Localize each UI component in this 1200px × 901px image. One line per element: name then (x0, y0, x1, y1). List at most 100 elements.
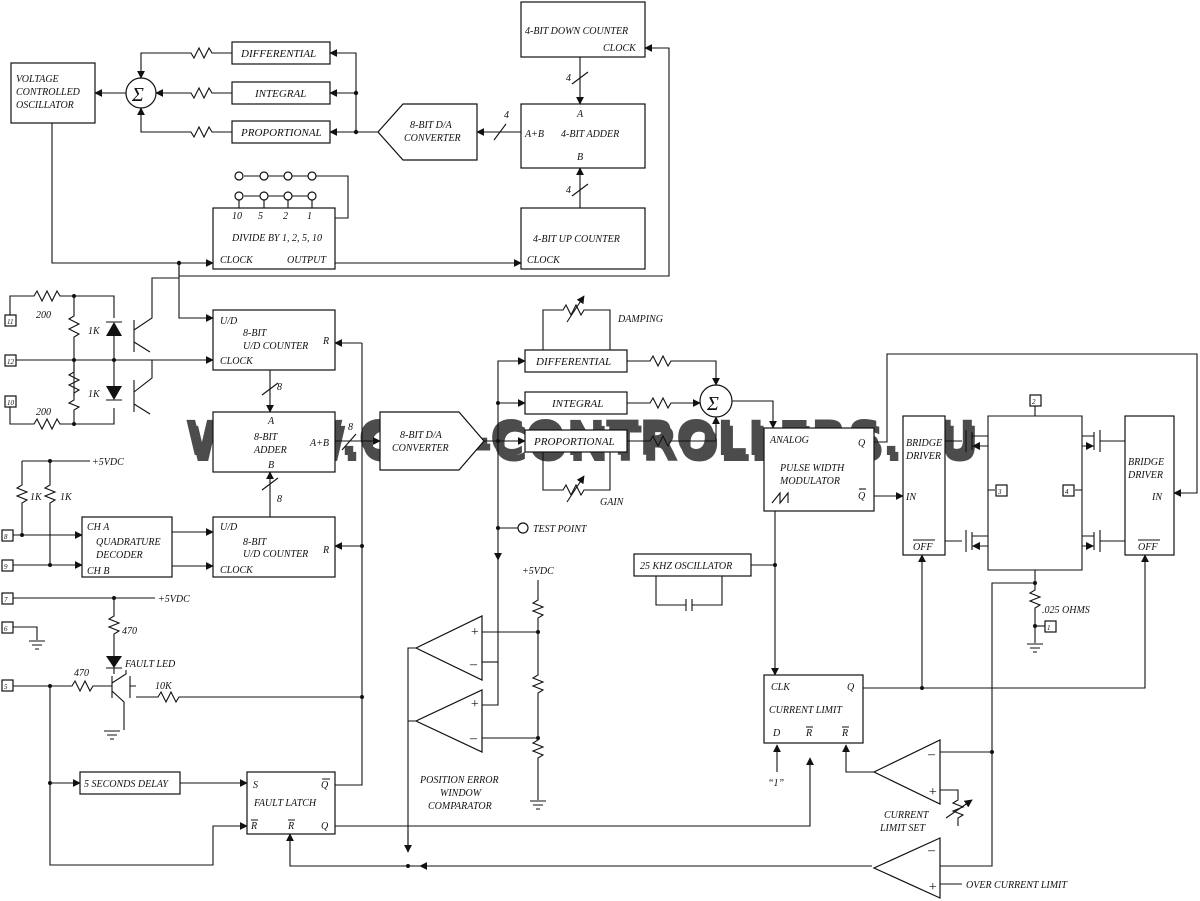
svg-text:OUTPUT: OUTPUT (287, 255, 327, 266)
summing-junction-mid: Σ (699, 384, 733, 418)
svg-text:8: 8 (277, 494, 282, 505)
svg-text:CONVERTER: CONVERTER (392, 443, 449, 454)
wire (874, 353, 1198, 497)
test-point-icon (517, 522, 529, 534)
current-limit-pot (940, 789, 965, 826)
svg-text:8: 8 (277, 382, 282, 393)
bus-slash (493, 123, 507, 141)
svg-text:–: – (469, 731, 478, 746)
quadrature-decoder-block: CH A QUADRATURE DECODER CH B (81, 516, 173, 578)
svg-text:25 KHZ OSCILLATOR: 25 KHZ OSCILLATOR (640, 561, 732, 572)
ud-counter-2-block: U/D 8-BIT U/D COUNTER R CLOCK (212, 516, 336, 578)
down-counter-block: 4-BIT DOWN COUNTER CLOCK (520, 1, 646, 58)
resistor-1k-a (15, 461, 29, 535)
ud-counter-1-block: U/D 8-BIT U/D COUNTER R CLOCK (212, 309, 336, 371)
terminal-7: 7 (1, 592, 14, 605)
svg-text:9: 9 (4, 563, 8, 571)
svg-text:6: 6 (4, 625, 8, 633)
svg-text:S: S (253, 780, 258, 791)
svg-text:ADDER: ADDER (253, 445, 287, 456)
svg-text:Q: Q (847, 682, 855, 693)
gain-pot (542, 452, 611, 497)
svg-text:PULSE WIDTH: PULSE WIDTH (779, 463, 845, 474)
svg-text:8: 8 (348, 422, 353, 433)
terminal-4: 4 (1062, 484, 1075, 497)
svg-text:R: R (322, 336, 329, 347)
integral-block-top: INTEGRAL (231, 81, 331, 105)
wire (49, 686, 248, 866)
transistor-icon (133, 360, 153, 415)
bus-slash (571, 183, 589, 197)
svg-text:4: 4 (566, 73, 571, 84)
svg-text:IN: IN (905, 492, 917, 503)
svg-text:FAULT LED: FAULT LED (124, 659, 176, 670)
resistor-wire (627, 354, 720, 386)
svg-text:1: 1 (1047, 624, 1051, 632)
svg-text:5: 5 (258, 211, 263, 222)
resistor-1k-b (43, 461, 57, 565)
svg-text:Σ: Σ (706, 393, 719, 415)
transistor-icon (133, 277, 179, 353)
svg-text:7: 7 (4, 596, 8, 604)
svg-text:POSITION ERROR: POSITION ERROR (419, 775, 499, 786)
svg-text:1K: 1K (60, 492, 73, 503)
svg-text:CONTROLLED: CONTROLLED (16, 87, 81, 98)
differential-block-top: DIFFERENTIAL (231, 41, 331, 65)
svg-text:PROPORTIONAL: PROPORTIONAL (533, 436, 615, 448)
svg-text:1K: 1K (88, 326, 101, 337)
svg-text:CURRENT: CURRENT (884, 810, 930, 821)
svg-text:R: R (250, 821, 257, 832)
svg-text:4: 4 (1065, 488, 1069, 496)
svg-text:8-BIT: 8-BIT (243, 537, 268, 548)
wire (407, 647, 416, 852)
vco-block: VOLTAGE CONTROLLED OSCILLATOR (10, 62, 96, 124)
svg-text:10: 10 (7, 399, 15, 407)
svg-text:A+B: A+B (524, 129, 544, 140)
summing-junction-top: Σ (125, 77, 157, 109)
svg-text:4-BIT ADDER: 4-BIT ADDER (561, 129, 619, 140)
comparator-current-limit: – + (872, 739, 941, 805)
resistor-1k-lower (67, 360, 81, 396)
fault-latch-block: S Q FAULT LATCH R R Q (246, 771, 336, 835)
svg-text:U/D: U/D (220, 316, 238, 327)
svg-text:11: 11 (7, 318, 13, 326)
svg-text:GAIN: GAIN (600, 497, 625, 508)
resistor-wire (155, 86, 232, 100)
wire (178, 263, 214, 322)
resistor-wire (137, 46, 232, 79)
terminal-12: 12 (4, 354, 17, 367)
h-bridge (945, 405, 1125, 571)
svg-text:QUADRATURE: QUADRATURE (96, 537, 161, 548)
wire (178, 44, 670, 277)
wire (940, 582, 1035, 867)
svg-text:A: A (267, 416, 275, 427)
svg-text:A: A (576, 109, 584, 120)
ground-icon (13, 626, 45, 650)
led-icon (106, 656, 122, 668)
terminal-9: 9 (1, 559, 14, 572)
svg-text:200: 200 (36, 407, 51, 418)
svg-text:IN: IN (1151, 492, 1163, 503)
terminal-6: 6 (1, 621, 14, 634)
proportional-block-top: PROPORTIONAL (231, 120, 331, 144)
svg-text:–: – (927, 747, 936, 762)
svg-text:A+B: A+B (309, 438, 329, 449)
terminal-10: 10 (4, 395, 17, 408)
transistor-icon (104, 670, 127, 740)
svg-text:Q: Q (858, 491, 866, 502)
svg-text:DAMPING: DAMPING (617, 314, 663, 325)
resistor-wire (627, 416, 720, 448)
svg-text:U/D: U/D (220, 522, 238, 533)
adder8-block: A 8-BIT ADDER B A+B (212, 411, 336, 473)
svg-text:TEST POINT: TEST POINT (533, 524, 588, 535)
svg-text:OSCILLATOR: OSCILLATOR (16, 100, 74, 111)
svg-text:OFF: OFF (913, 542, 933, 553)
svg-text:8-BIT: 8-BIT (243, 328, 268, 339)
svg-text:+: + (928, 785, 937, 800)
wire (497, 357, 526, 441)
diode-icon (106, 386, 122, 400)
svg-text:LIMIT SET: LIMIT SET (879, 823, 927, 834)
svg-text:Q: Q (321, 780, 329, 791)
clock-wire (51, 123, 214, 267)
